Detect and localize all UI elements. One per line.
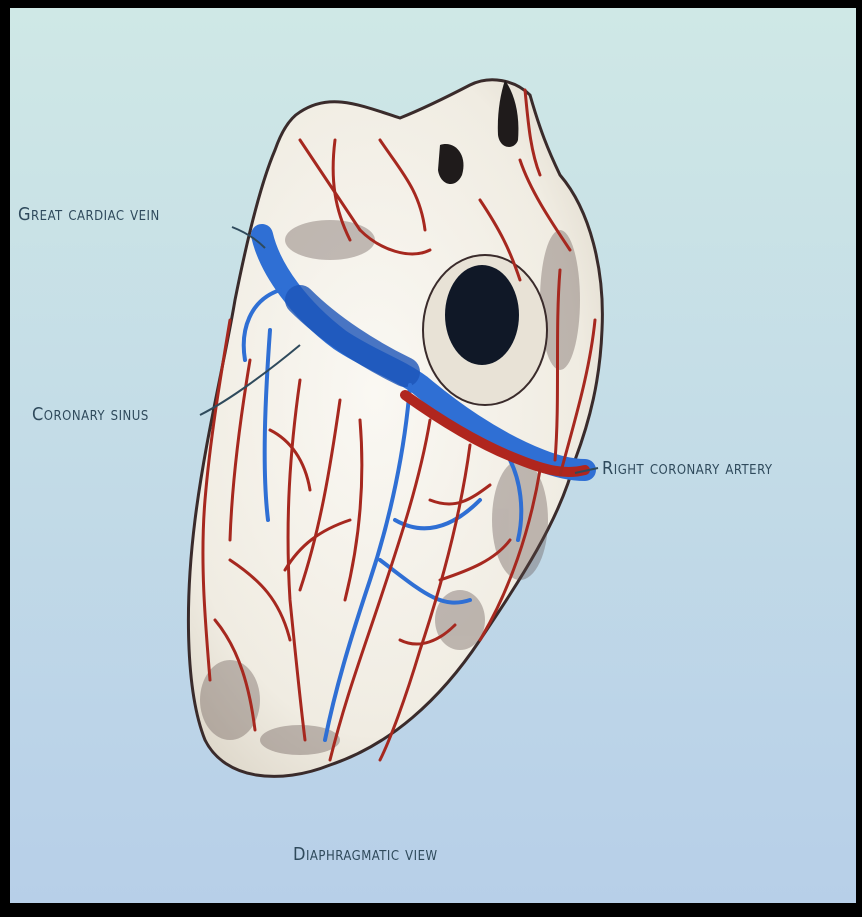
label-right-coronary-artery: Right coronary artery — [602, 458, 773, 479]
vena-cava-opening — [445, 265, 519, 365]
label-great-cardiac-vein: Great cardiac vein — [18, 204, 160, 225]
label-coronary-sinus: Coronary sinus — [32, 404, 149, 425]
view-caption: Diaphragmatic view — [293, 844, 438, 865]
